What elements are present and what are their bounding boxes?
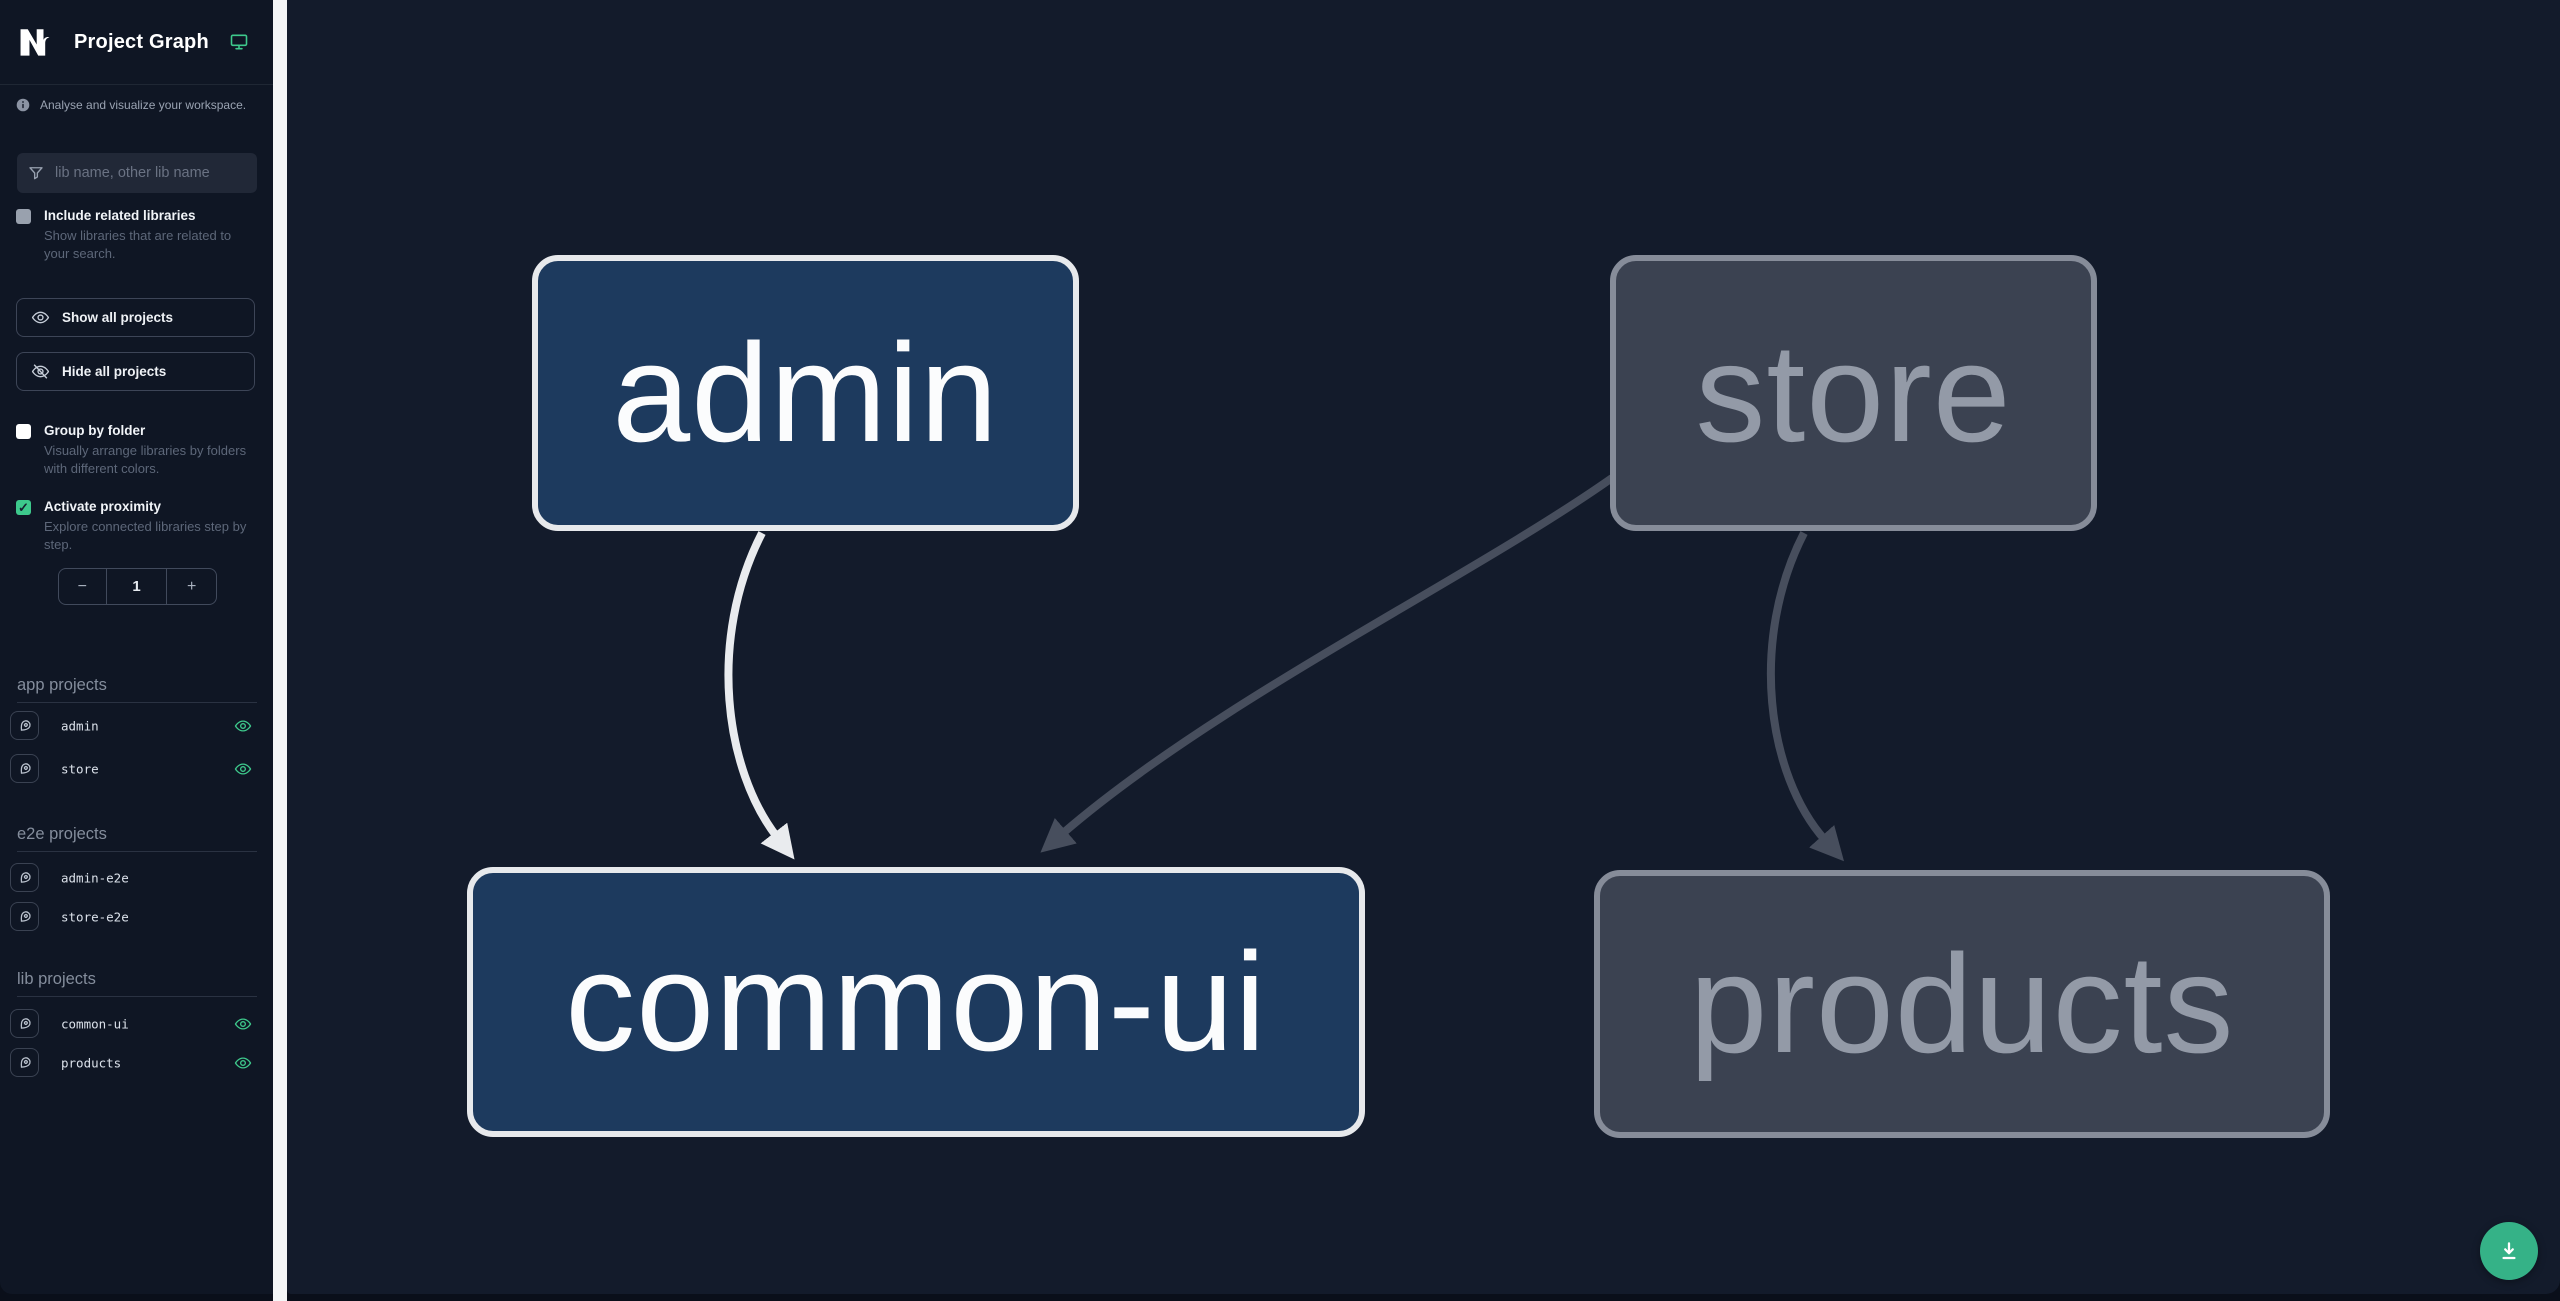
project-row-products: products [10,1048,260,1078]
section-e2e-projects: e2e projects [17,825,257,852]
include-related-label: Include related libraries [44,208,196,223]
project-name: common-ui [61,1016,129,1032]
group-by-folder-description: Visually arrange libraries by folders wi… [44,443,247,476]
include-related-description: Show libraries that are related to your … [44,228,232,261]
download-graph-button[interactable] [2480,1222,2538,1280]
focus-project-button[interactable] [10,1048,39,1077]
project-name: products [61,1055,122,1071]
graph-node-admin[interactable]: admin [532,255,1079,531]
project-row-admin: admin [10,711,260,741]
toggle-visibility-eye-icon[interactable] [234,1015,252,1033]
nx-logo [16,25,54,59]
project-row-store: store [10,754,260,784]
section-app-projects: app projects [17,676,257,703]
project-name: admin [61,718,99,734]
group-by-folder-checkbox[interactable] [16,424,31,439]
map-pin-icon [20,719,31,731]
toggle-visibility-eye-icon[interactable] [234,717,252,735]
include-related-row: Include related libraries Show libraries… [16,207,241,263]
section-lib-projects: lib projects [17,970,257,997]
dependency-edges [724,474,1844,862]
search-box [17,153,257,193]
map-pin-icon [20,762,31,774]
toggle-visibility-eye-icon[interactable] [234,760,252,778]
include-related-checkbox[interactable] [16,209,31,224]
map-pin-icon [20,910,31,922]
project-row-store-e2e: store-e2e [10,902,260,932]
app-title: Project Graph [74,30,209,53]
graph-node-store[interactable]: store [1610,255,2097,531]
filter-funnel-icon [29,167,43,180]
group-by-folder-row: Group by folder Visually arrange librari… [16,422,246,478]
graph-node-products[interactable]: products [1594,870,2330,1138]
map-pin-icon [20,1056,31,1068]
focus-project-button[interactable] [10,902,39,931]
map-pin-icon [20,871,31,883]
edge-admin-to-common-ui [724,531,795,860]
activate-proximity-checkbox[interactable]: ✓ [16,500,31,515]
project-row-common-ui: common-ui [10,1009,260,1039]
project-name: admin-e2e [61,870,129,886]
activate-proximity-label: Activate proximity [44,499,162,514]
focus-project-button[interactable] [10,1009,39,1038]
project-row-admin-e2e: admin-e2e [10,863,260,893]
eye-icon [31,311,50,324]
sidebar-scrollbar[interactable] [273,0,287,1301]
edge-store-to-common-ui [1040,474,1615,853]
info-circle-icon [16,98,30,112]
focus-project-button[interactable] [10,754,39,783]
proximity-increment-button[interactable]: + [167,569,216,604]
sidebar: Project Graph Analyse and visualize your… [0,0,273,1294]
activate-proximity-row: ✓ Activate proximity Explore connected l… [16,498,246,554]
activate-proximity-description: Explore connected libraries step by step… [44,519,247,552]
workspace-intro: Analyse and visualize your workspace. [16,98,261,112]
eye-off-icon [31,364,50,379]
computer-desktop-icon[interactable] [229,32,249,52]
download-icon [2502,1242,2516,1260]
proximity-decrement-button[interactable]: − [59,569,106,604]
hide-all-projects-button[interactable]: Hide all projects [16,352,255,391]
project-name: store [61,761,99,777]
search-input[interactable] [55,165,247,181]
intro-text: Analyse and visualize your workspace. [40,98,247,112]
group-by-folder-label: Group by folder [44,423,146,438]
focus-project-button[interactable] [10,863,39,892]
sidebar-header: Project Graph [0,0,273,85]
graph-canvas[interactable]: admin store common-ui products [287,0,2560,1294]
focus-project-button[interactable] [10,711,39,740]
project-name: store-e2e [61,909,129,925]
proximity-stepper: − 1 + [58,568,217,605]
show-all-projects-button[interactable]: Show all projects [16,298,255,337]
edge-store-to-products [1766,531,1844,862]
graph-node-common-ui[interactable]: common-ui [467,867,1365,1137]
proximity-value: 1 [107,569,168,604]
toggle-visibility-eye-icon[interactable] [234,1054,252,1072]
map-pin-icon [20,1017,31,1029]
